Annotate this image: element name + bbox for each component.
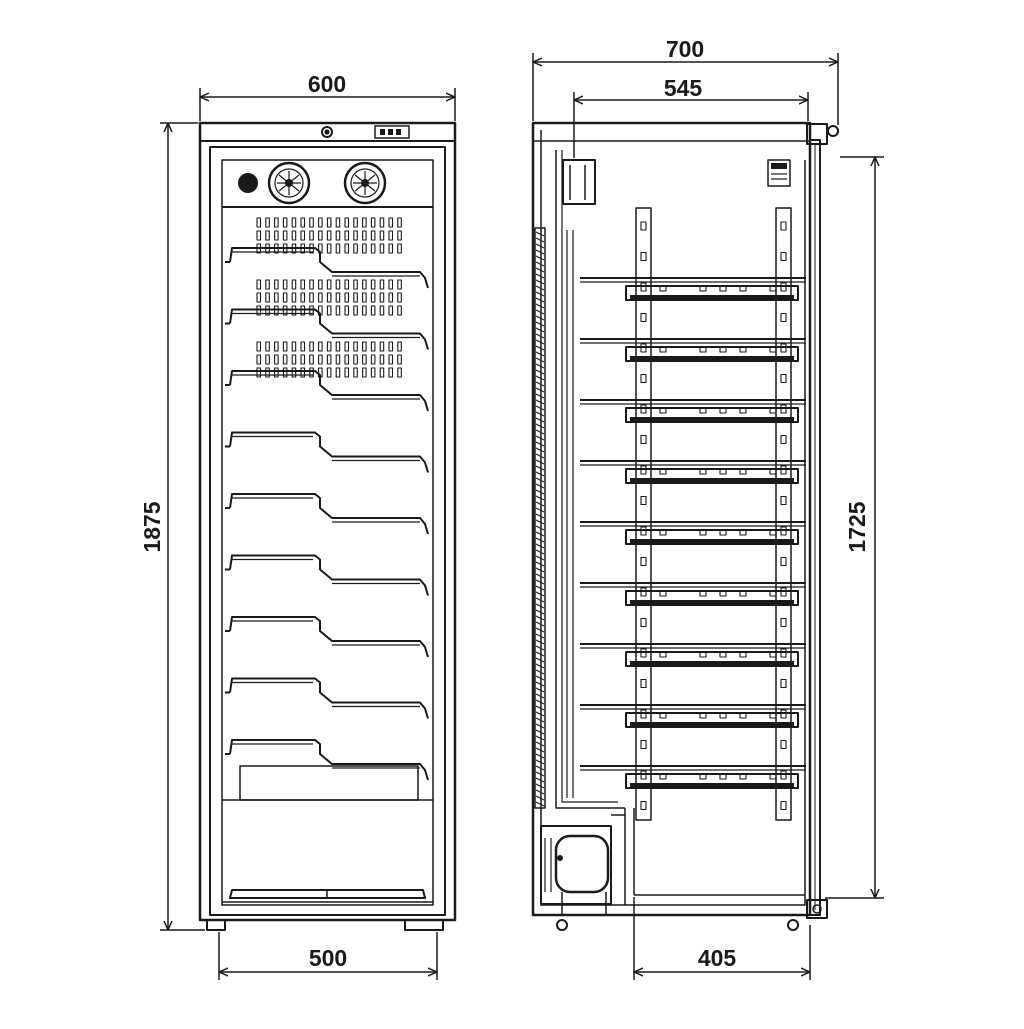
foot [404, 919, 444, 931]
shelf [225, 554, 429, 596]
shelf [225, 308, 429, 350]
control-display-icon [374, 125, 410, 139]
inner-height-dimension [825, 156, 884, 899]
shelf [225, 493, 429, 535]
compressor-icon [540, 825, 612, 915]
shelf [580, 277, 806, 301]
shelf [580, 521, 806, 545]
shelf [580, 704, 806, 728]
side-shelves [580, 277, 806, 789]
shelf-rails [635, 207, 792, 821]
power-switch-icon [238, 173, 258, 193]
inner-width-dimension-label: 500 [309, 945, 347, 971]
shelf [580, 460, 806, 484]
hinge-icon [806, 899, 828, 919]
side-door [809, 139, 821, 916]
depth-dimension [532, 53, 839, 125]
shelf [580, 765, 806, 789]
shelf-depth-dimension [633, 897, 811, 980]
inner-depth-dimension [573, 92, 809, 158]
bottom-drawer [239, 765, 419, 801]
side-view: 700 545 405 1725 [531, 36, 884, 980]
shelf [225, 370, 429, 412]
front-shelves [225, 247, 429, 781]
wheel [556, 919, 568, 931]
fan-icon [267, 161, 311, 205]
front-cabinet-body [198, 121, 457, 922]
front-door-frame [209, 146, 446, 916]
rear-vent-slots [256, 217, 402, 378]
front-view: 600 500 1875 [139, 71, 457, 980]
fan-icon [343, 161, 387, 205]
height-dimension [160, 122, 205, 931]
side-cabinet-body [531, 121, 812, 917]
shelf [580, 582, 806, 606]
shelf [225, 739, 429, 781]
shelf [225, 616, 429, 658]
inner-depth-dimension-label: 545 [664, 75, 703, 101]
inner-width-dimension [218, 932, 438, 980]
rail [775, 207, 792, 821]
shelf [580, 399, 806, 423]
depth-dimension-label: 700 [666, 36, 704, 62]
shelf [225, 431, 429, 473]
rail [635, 207, 652, 821]
hinge-icon [806, 123, 839, 145]
shelf [225, 247, 429, 289]
shelf [225, 677, 429, 719]
width-dimension [199, 88, 456, 121]
rear-insulation [535, 231, 545, 807]
shelf [580, 338, 806, 362]
control-label-icon [767, 159, 791, 187]
inner-height-dimension-label: 1725 [844, 501, 870, 552]
bottom-grille [229, 889, 426, 899]
width-dimension-label: 600 [308, 71, 346, 97]
fan-housing [562, 159, 596, 205]
lock-icon [321, 126, 333, 138]
shelf [580, 643, 806, 667]
height-dimension-label: 1875 [139, 501, 165, 552]
foot [206, 919, 226, 931]
shelf-depth-dimension-label: 405 [698, 945, 737, 971]
wheel [787, 919, 799, 931]
